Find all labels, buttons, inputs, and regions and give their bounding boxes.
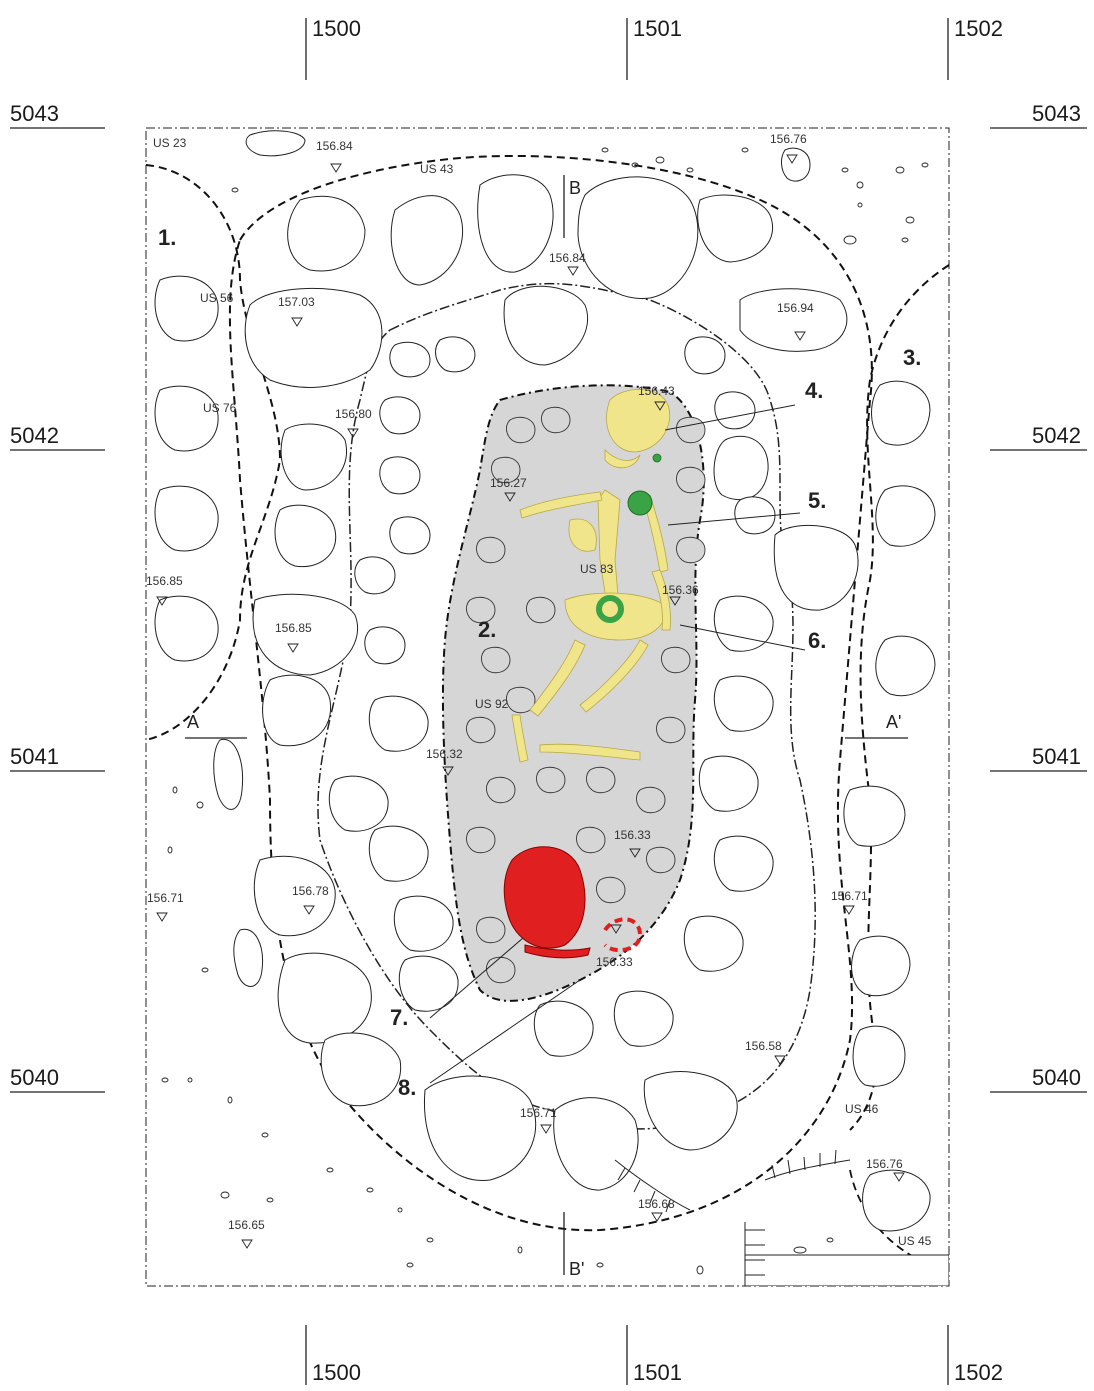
grid-ticks (10, 18, 1087, 1385)
grid-x-top-1501: 1501 (633, 16, 682, 41)
elevation-label-3: 156.84 (549, 251, 586, 265)
red-vessel-fragments (503, 846, 643, 959)
skull-bone (606, 388, 670, 453)
elevation-markers (156, 154, 905, 1249)
grid-x-bottom-1501: 1501 (633, 1360, 682, 1385)
grid-y-left-5042: 5042 (10, 423, 59, 448)
elevation-label-2: 156.76 (770, 132, 807, 146)
elevation-label-16: 156.71 (831, 889, 868, 903)
elevation-label-21: 156.65 (228, 1218, 265, 1232)
feature-label-3: 3. (903, 345, 921, 370)
left-humerus-bone (519, 491, 603, 519)
unit-label-us23: US 23 (153, 136, 187, 150)
feature-label-7: 7. (390, 1005, 408, 1030)
elevation-label-1: 156.84 (316, 139, 353, 153)
elevation-label-8: 156.27 (490, 476, 527, 490)
grave-fill-stones (466, 406, 706, 984)
grid-y-right-5041: 5041 (1032, 744, 1081, 769)
grid-x-top-1500: 1500 (312, 16, 361, 41)
section-b-top-label: B (569, 178, 581, 198)
elevation-label-14: 156.71 (147, 891, 184, 905)
elevation-label-13: 156.33 (614, 828, 651, 842)
section-a-right-label: A' (886, 712, 901, 732)
green-object-disc (627, 490, 653, 516)
unit-label-us43: US 43 (420, 162, 454, 176)
grid-y-right-5042: 5042 (1032, 423, 1081, 448)
elevation-label-6: 156.43 (638, 384, 675, 398)
unit-label-us46: US 46 (845, 1102, 879, 1116)
unit-label-us92: US 92 (475, 697, 509, 711)
grid-y-left-5041: 5041 (10, 744, 59, 769)
grid-y-left-5043: 5043 (10, 101, 59, 126)
grid-y-right-5043: 5043 (1032, 101, 1081, 126)
elevation-label-19: 156.71 (520, 1106, 557, 1120)
elevation-label-4: 157.03 (278, 295, 315, 309)
elevation-label-9: 156.36 (662, 583, 699, 597)
lower-leg-bone (539, 743, 641, 761)
right-femur-bone (579, 639, 649, 713)
section-b-bottom-label: B' (569, 1259, 584, 1279)
feature-label-4: 4. (805, 378, 823, 403)
grave-fill-area (441, 384, 705, 1002)
unit-label-us56: US 56 (200, 291, 234, 305)
elevation-label-15: 156.78 (292, 884, 329, 898)
cut-boundary-feature-1 (146, 164, 282, 741)
unit-label-us83: US 83 (580, 562, 614, 576)
elevation-label-7: 156.80 (335, 407, 372, 421)
feature-label-2: 2. (478, 617, 496, 642)
unit-label-us76: US 76 (203, 401, 237, 415)
elevation-label-10: 156.85 (146, 574, 183, 588)
green-object-ring (596, 595, 624, 623)
ribs-bone (568, 518, 597, 552)
mandible-bone (604, 449, 641, 469)
pebbles (161, 147, 929, 1275)
outer-stones (154, 130, 949, 1286)
inner-ring-stones (328, 336, 776, 1057)
leader-lines (429, 404, 806, 1084)
cut-boundary-inner (317, 282, 816, 1130)
elevation-label-11: 156.85 (275, 621, 312, 635)
elevation-label-18: 156.58 (745, 1039, 782, 1053)
arm-bone (651, 569, 671, 631)
tibia-bone (511, 714, 529, 763)
cut-boundary-outer (228, 154, 873, 1232)
grid-x-top-1502: 1502 (954, 16, 1003, 41)
elevation-label-5: 156.94 (777, 301, 814, 315)
plan-frame (145, 127, 950, 1287)
grid-x-bottom-1502: 1502 (954, 1360, 1003, 1385)
skeleton-bones (511, 388, 671, 763)
left-femur-bone (529, 639, 586, 717)
unit-label-us45: US 45 (898, 1234, 932, 1248)
cut-boundary-feature-3 (849, 264, 949, 1131)
slope-hachures (614, 1149, 851, 1286)
green-object-small (652, 453, 662, 463)
feature-label-6: 6. (808, 628, 826, 653)
elevation-label-20: 156.76 (866, 1157, 903, 1171)
grid-y-left-5040: 5040 (10, 1065, 59, 1090)
grid-x-bottom-1500: 1500 (312, 1360, 361, 1385)
feature-label-1: 1. (158, 225, 176, 250)
elevation-label-12: 156.32 (426, 747, 463, 761)
elevation-label-22: 156.68 (638, 1197, 675, 1211)
grid-y-right-5040: 5040 (1032, 1065, 1081, 1090)
section-a-left-label: A (187, 712, 199, 732)
feature-label-5: 5. (808, 488, 826, 513)
feature-label-8: 8. (398, 1075, 416, 1100)
elevation-label-17: 156.33 (596, 955, 633, 969)
